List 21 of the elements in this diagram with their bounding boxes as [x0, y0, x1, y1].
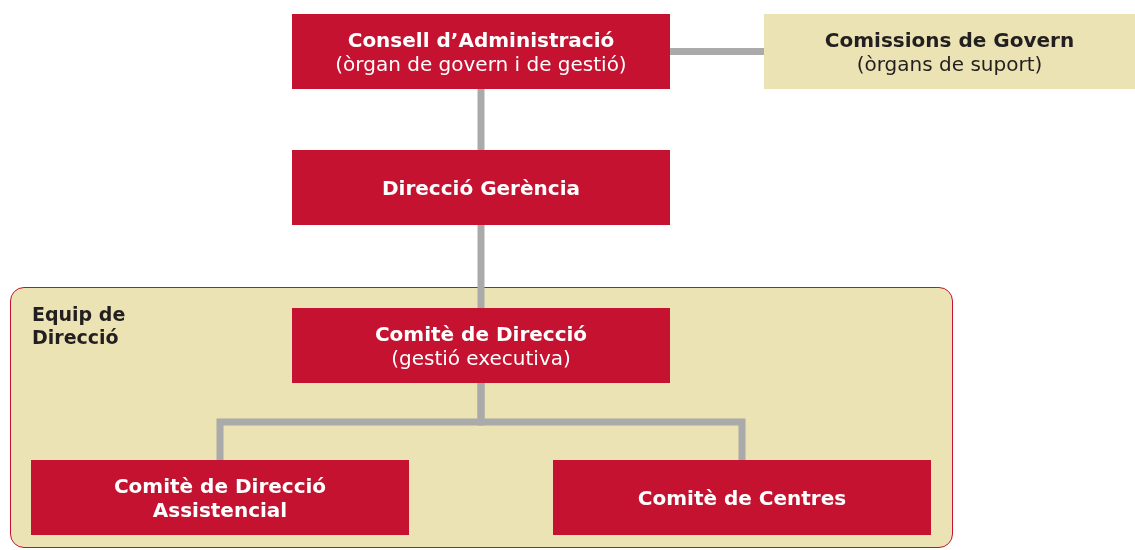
box-title: Comitè de Direcció — [373, 321, 589, 346]
box-subtitle: (òrgans de suport) — [855, 51, 1044, 76]
box-title: Direcció Gerència — [381, 175, 581, 200]
connector-line — [477, 225, 485, 308]
box-subtitle: (gestió executiva) — [390, 345, 572, 370]
box-title: Consell d’Administració — [346, 27, 616, 52]
box-title: Comitè de Direcció Assistencial — [112, 473, 328, 522]
org-box — [31, 460, 409, 535]
box-title: Comitè de Centres — [636, 485, 848, 510]
connector-line — [670, 48, 764, 55]
org-box — [553, 460, 931, 535]
org-box — [292, 308, 670, 383]
box-subtitle: (òrgan de govern i de gestió) — [334, 51, 628, 76]
group-panel — [10, 287, 953, 548]
group-title: Equip de Direcció — [32, 303, 127, 349]
box-title: Comissions de Govern — [823, 27, 1076, 52]
org-box — [292, 150, 670, 225]
connector-line — [477, 89, 485, 150]
connector-line — [477, 383, 746, 460]
support-box — [764, 14, 1135, 89]
org-box — [292, 14, 670, 89]
